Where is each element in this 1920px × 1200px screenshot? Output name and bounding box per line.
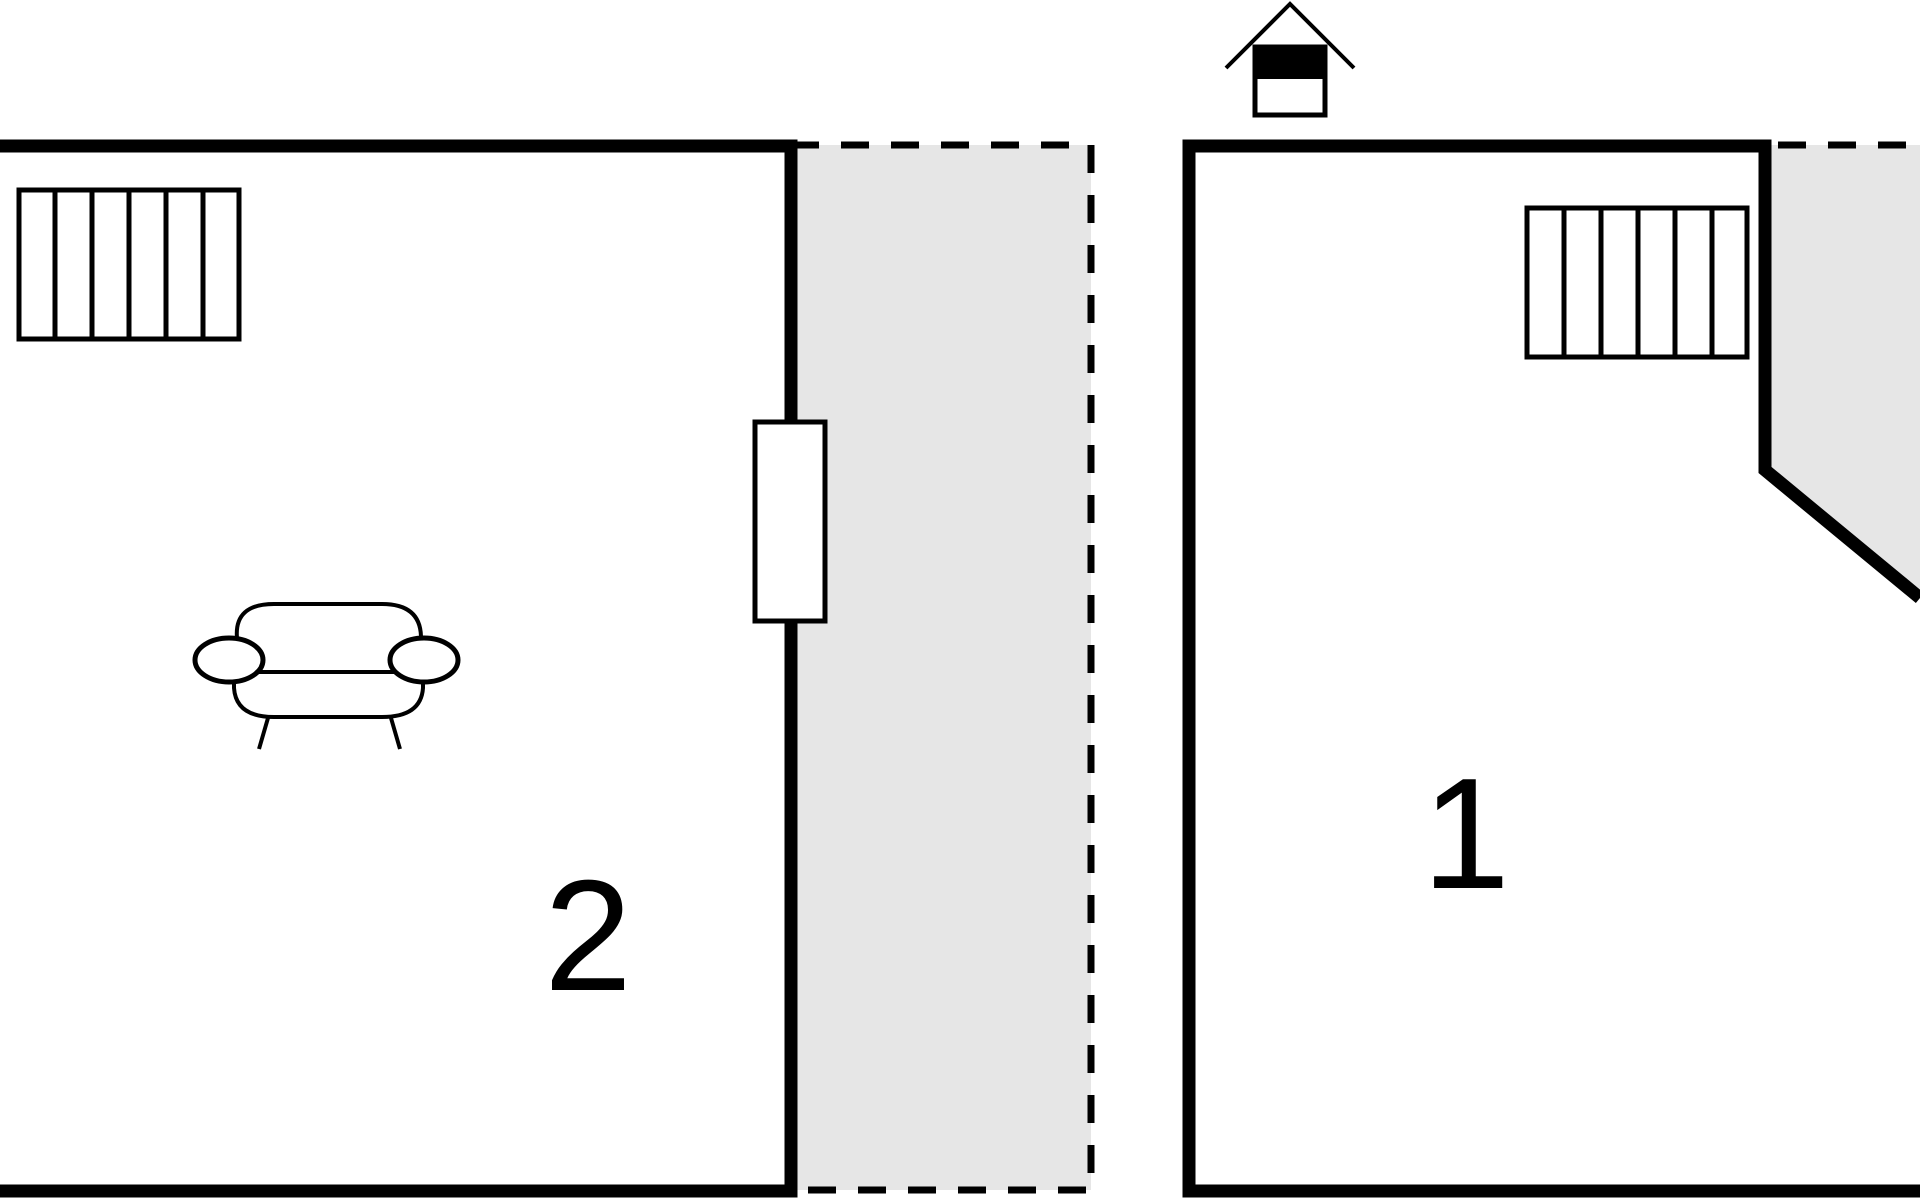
radiator-icon	[1524, 205, 1750, 360]
terrace-right-fill	[1771, 145, 1920, 598]
terrace-left-fill	[791, 145, 1091, 1190]
terrace-right	[1771, 141, 1920, 598]
door-icon	[752, 419, 828, 624]
sofa-icon	[192, 602, 461, 750]
terrace-left-border	[791, 141, 1095, 1194]
room-number: 2	[544, 848, 632, 1024]
room-2-walls	[0, 139, 798, 1198]
radiator-icon	[16, 187, 242, 342]
entrance-house-icon	[1224, 1, 1356, 118]
room-number: 1	[1422, 746, 1510, 922]
room-1-walls	[1182, 139, 1920, 1198]
terrace-left	[791, 141, 1095, 1194]
